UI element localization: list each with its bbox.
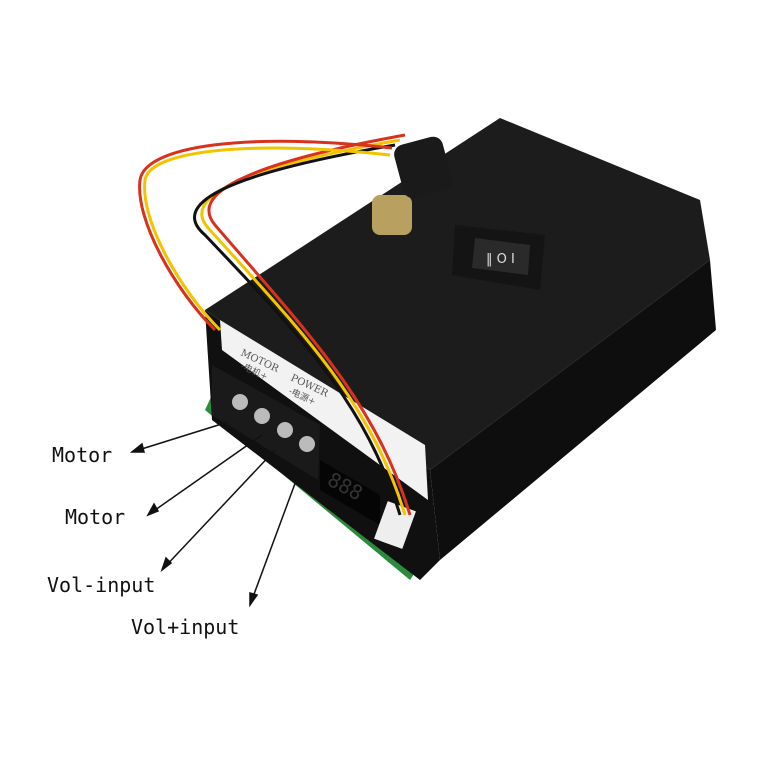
arrow-1-head bbox=[129, 442, 145, 453]
arrow-1 bbox=[131, 421, 229, 453]
arrow-4 bbox=[249, 469, 301, 606]
potentiometer-body bbox=[372, 195, 412, 235]
wire-black bbox=[193, 143, 402, 516]
arrow-3-head bbox=[160, 556, 173, 573]
switch-symbols: ‖ O I bbox=[486, 252, 515, 267]
arrow-2-head bbox=[146, 502, 160, 517]
terminal-screw-1 bbox=[232, 394, 248, 410]
callout-motor-2: Motor bbox=[65, 505, 126, 529]
callout-vol-plus-input: Vol+input bbox=[131, 615, 240, 639]
terminal-screw-2 bbox=[254, 408, 270, 424]
led-display bbox=[320, 460, 380, 525]
arrow-2 bbox=[147, 434, 263, 516]
wire-red-2 bbox=[138, 139, 393, 332]
rocker-switch-face bbox=[472, 238, 530, 275]
wire-yellow bbox=[200, 138, 407, 516]
potentiometer-knob bbox=[394, 136, 453, 199]
arrow-4-head bbox=[249, 592, 259, 608]
wire-yellow-2 bbox=[143, 146, 391, 332]
terminal-screw-4 bbox=[299, 436, 315, 452]
callout-motor-1: Motor bbox=[52, 443, 113, 467]
wire-red bbox=[207, 133, 412, 516]
callout-vol-minus-input: Vol-input bbox=[47, 573, 156, 597]
box-top bbox=[205, 118, 710, 470]
box-side bbox=[430, 260, 716, 560]
arrow-3 bbox=[161, 449, 276, 571]
callout-arrows bbox=[129, 421, 301, 608]
terminal-screw-3 bbox=[277, 422, 293, 438]
